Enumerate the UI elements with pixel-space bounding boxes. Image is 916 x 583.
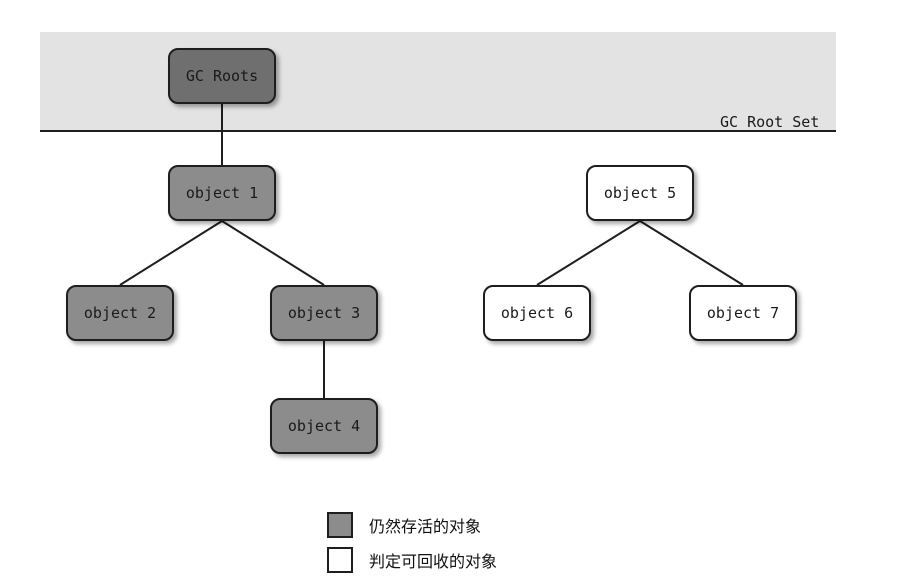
- edge-object1-object2: [119, 220, 223, 286]
- node-object-5: object 5: [586, 165, 694, 221]
- gc-root-set-label: GC Root Set: [720, 113, 820, 131]
- edge-object5-object7: [639, 220, 744, 286]
- gc-root-set-boundary-line: [40, 130, 836, 132]
- node-object-2: object 2: [66, 285, 174, 341]
- legend-item-collectable: 判定可回收的对象: [327, 547, 497, 573]
- node-object-1: object 1: [168, 165, 276, 221]
- legend-label-alive: 仍然存活的对象: [369, 517, 482, 536]
- legend-item-alive: 仍然存活的对象: [327, 512, 481, 538]
- edge-object5-object6: [536, 220, 641, 286]
- legend-label-collectable: 判定可回收的对象: [369, 552, 498, 571]
- legend-swatch-collectable: [327, 547, 353, 573]
- node-object-4: object 4: [270, 398, 378, 454]
- legend-swatch-alive: [327, 512, 353, 538]
- node-object-6: object 6: [483, 285, 591, 341]
- node-object-7: object 7: [689, 285, 797, 341]
- node-object-3: object 3: [270, 285, 378, 341]
- node-gc-roots: GC Roots: [168, 48, 276, 104]
- edge-object1-object3: [221, 220, 325, 286]
